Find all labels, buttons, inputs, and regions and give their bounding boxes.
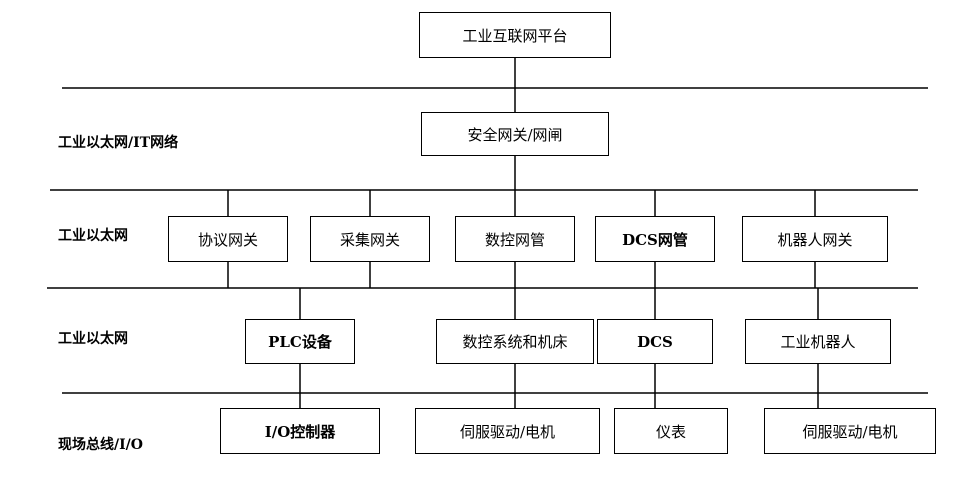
dcs-box: DCS [597, 319, 713, 364]
robot-gateway-box: 机器人网关 [742, 216, 888, 262]
instrument-box: 仪表 [614, 408, 728, 454]
layer-label-ethernet-1: 工业以太网 [58, 228, 128, 244]
industrial-robot-box: 工业机器人 [745, 319, 891, 364]
plc-device-box: PLC设备 [245, 319, 355, 364]
servo-drive-box-1: 伺服驱动/电机 [415, 408, 600, 454]
servo-drive-box-2: 伺服驱动/电机 [764, 408, 936, 454]
cnc-gateway-box: 数控网管 [455, 216, 575, 262]
layer-label-it-network: 工业以太网/IT网络 [58, 135, 179, 151]
security-gateway-box: 安全网关/网闸 [421, 112, 609, 156]
collection-gateway-box: 采集网关 [310, 216, 430, 262]
protocol-gateway-box: 协议网关 [168, 216, 288, 262]
dcs-gateway-box: DCS网管 [595, 216, 715, 262]
io-controller-box: I/O控制器 [220, 408, 380, 454]
layer-label-ethernet-2: 工业以太网 [58, 331, 128, 347]
cnc-system-box: 数控系统和机床 [436, 319, 594, 364]
layer-label-fieldbus: 现场总线/I/O [58, 437, 143, 453]
platform-box: 工业互联网平台 [419, 12, 611, 58]
